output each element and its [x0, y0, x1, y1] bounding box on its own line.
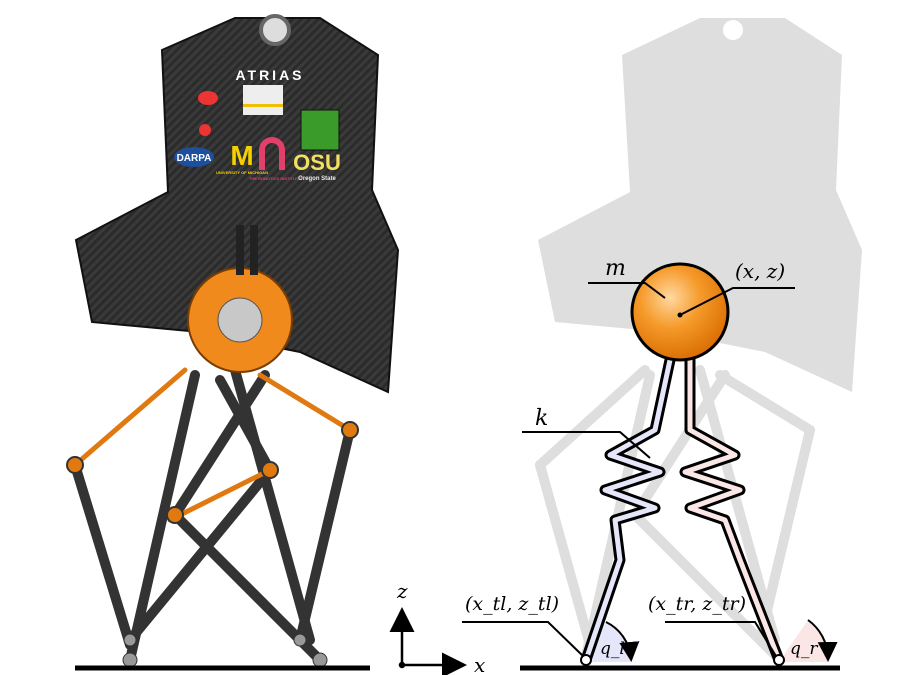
- board-logo-icon: [300, 109, 340, 151]
- right-angle-label: q_r: [790, 639, 818, 659]
- coordinate-axes: [389, 607, 467, 675]
- robotics-institute-logo: [259, 137, 285, 170]
- z-axis-label: z: [396, 579, 408, 603]
- left-toe-point: [580, 654, 592, 666]
- oregon-state-text: Oregon State: [298, 176, 336, 182]
- osu-logo: OSU: [293, 150, 341, 175]
- left-angle-label: q_l: [600, 639, 625, 659]
- point-mass: [630, 262, 730, 362]
- robot-nameplate: ATRIAS: [235, 67, 304, 83]
- robot-panel-logos: DARPA M UNIVERSITY OF MICHIGAN THE ROBOT…: [174, 85, 341, 182]
- x-axis-label: x: [474, 653, 485, 675]
- right-toe-point: [773, 654, 785, 666]
- robot-legs: [66, 365, 359, 668]
- robot-lift-ring: [259, 14, 291, 46]
- michigan-logo: M: [230, 140, 253, 171]
- michigan-text: UNIVERSITY OF MICHIGAN: [216, 170, 268, 175]
- com-label: (x, z): [735, 259, 785, 283]
- darpa-logo: DARPA: [177, 153, 212, 164]
- emergency-stop-icon: [198, 91, 218, 105]
- mass-label: m: [605, 256, 626, 281]
- indicator-light-icon: [199, 124, 211, 136]
- right-angle-wedge: [779, 620, 829, 662]
- robot-hip-actuator: [187, 225, 293, 373]
- power-switch-icon: [243, 85, 283, 115]
- spring-label: k: [535, 406, 548, 431]
- right-toe-label: (x_tr, z_tr): [648, 593, 746, 615]
- atrias-robot: ATRIAS DARPA M UNIVERSITY OF MICHIGAN TH…: [66, 14, 400, 671]
- robotics-institute-text: THE ROBOTICS INSTITUTE: [249, 176, 301, 181]
- slip-model: m (x, z) k (x_tl, z_tl) (x_tr, z_tr) q_l…: [462, 256, 840, 671]
- left-toe-label: (x_tl, z_tl): [465, 593, 559, 615]
